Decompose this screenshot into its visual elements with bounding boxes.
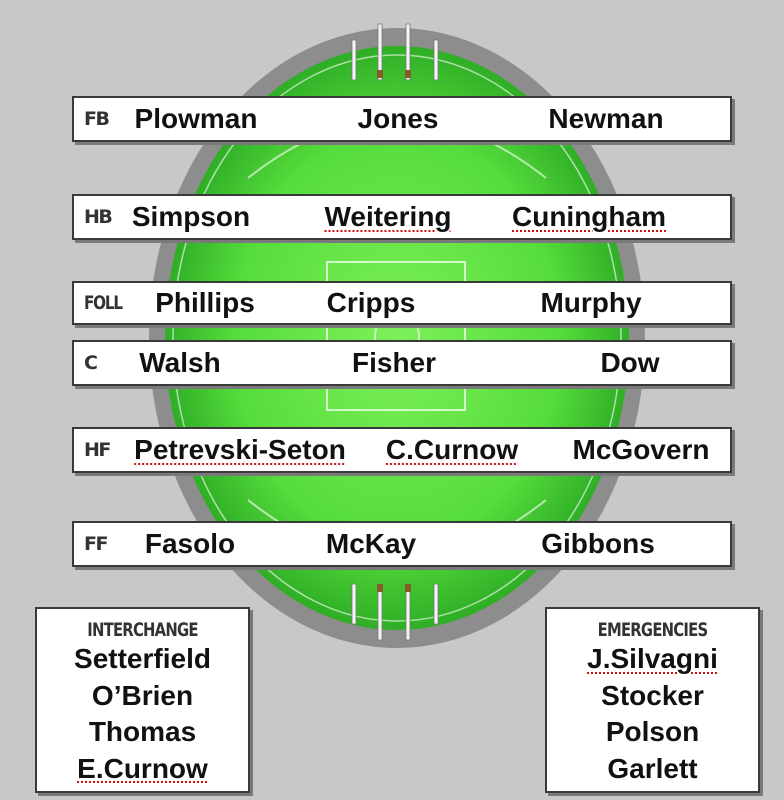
player-name: Weitering: [324, 201, 452, 232]
player-name: Newman: [548, 103, 664, 134]
player-name: Cripps: [326, 287, 416, 318]
position-label: FF: [84, 533, 108, 555]
playing-surface: [165, 46, 629, 630]
goalposts-top: [351, 23, 439, 81]
position-label: C: [84, 352, 98, 374]
player-name: Fasolo: [144, 528, 236, 559]
emergencies-title: EMERGENCIES: [597, 619, 708, 641]
player-name: Cuningham: [512, 201, 666, 232]
position-label: FB: [84, 108, 110, 130]
centre-square: [326, 261, 466, 411]
list-item: Polson: [605, 716, 700, 747]
position-label: FOLL: [84, 292, 123, 314]
player-name: Dow: [600, 347, 660, 378]
player-name: McGovern: [572, 434, 710, 465]
position-label: HF: [84, 439, 111, 461]
emergencies-list: J.Silvagni Stocker Polson Garlett: [547, 641, 758, 787]
list-item: Garlett: [607, 752, 698, 784]
line-foll: FOLL Phillips Cripps Murphy: [72, 281, 732, 325]
player-name: Jones: [357, 103, 439, 134]
line-fb: FB Plowman Jones Newman: [72, 96, 732, 142]
player-name: Murphy: [540, 287, 642, 318]
player-name: Petrevski-Seton: [134, 434, 346, 465]
interchange-box: INTERCHANGE Setterfield O’Brien Thomas E…: [35, 607, 250, 793]
list-item: E.Curnow: [77, 752, 208, 784]
position-label: HB: [84, 206, 113, 228]
interchange-list: Setterfield O’Brien Thomas E.Curnow: [37, 641, 248, 787]
list-item: Setterfield: [74, 643, 211, 674]
list-item: Thomas: [88, 716, 197, 747]
list-item: O’Brien: [91, 679, 194, 711]
line-hf: HF Petrevski-Seton C.Curnow McGovern: [72, 427, 732, 473]
list-item: Stocker: [601, 679, 704, 711]
player-name: Phillips: [155, 287, 255, 318]
player-name: Simpson: [131, 201, 251, 232]
player-name: McKay: [325, 528, 417, 559]
player-name: Gibbons: [541, 528, 655, 559]
player-name: C.Curnow: [385, 434, 519, 465]
boundary-line: [172, 54, 622, 622]
player-name: Fisher: [351, 347, 437, 378]
goalposts-bottom: [351, 583, 439, 641]
line-hb: HB Simpson Weitering Cuningham: [72, 194, 732, 240]
line-c: C Walsh Fisher Dow: [72, 340, 732, 386]
line-ff: FF Fasolo McKay Gibbons: [72, 521, 732, 567]
interchange-title: INTERCHANGE: [87, 619, 198, 641]
player-name: Plowman: [134, 103, 258, 134]
list-item: J.Silvagni: [587, 643, 718, 674]
emergencies-box: EMERGENCIES J.Silvagni Stocker Polson Ga…: [545, 607, 760, 793]
player-name: Walsh: [139, 347, 221, 378]
